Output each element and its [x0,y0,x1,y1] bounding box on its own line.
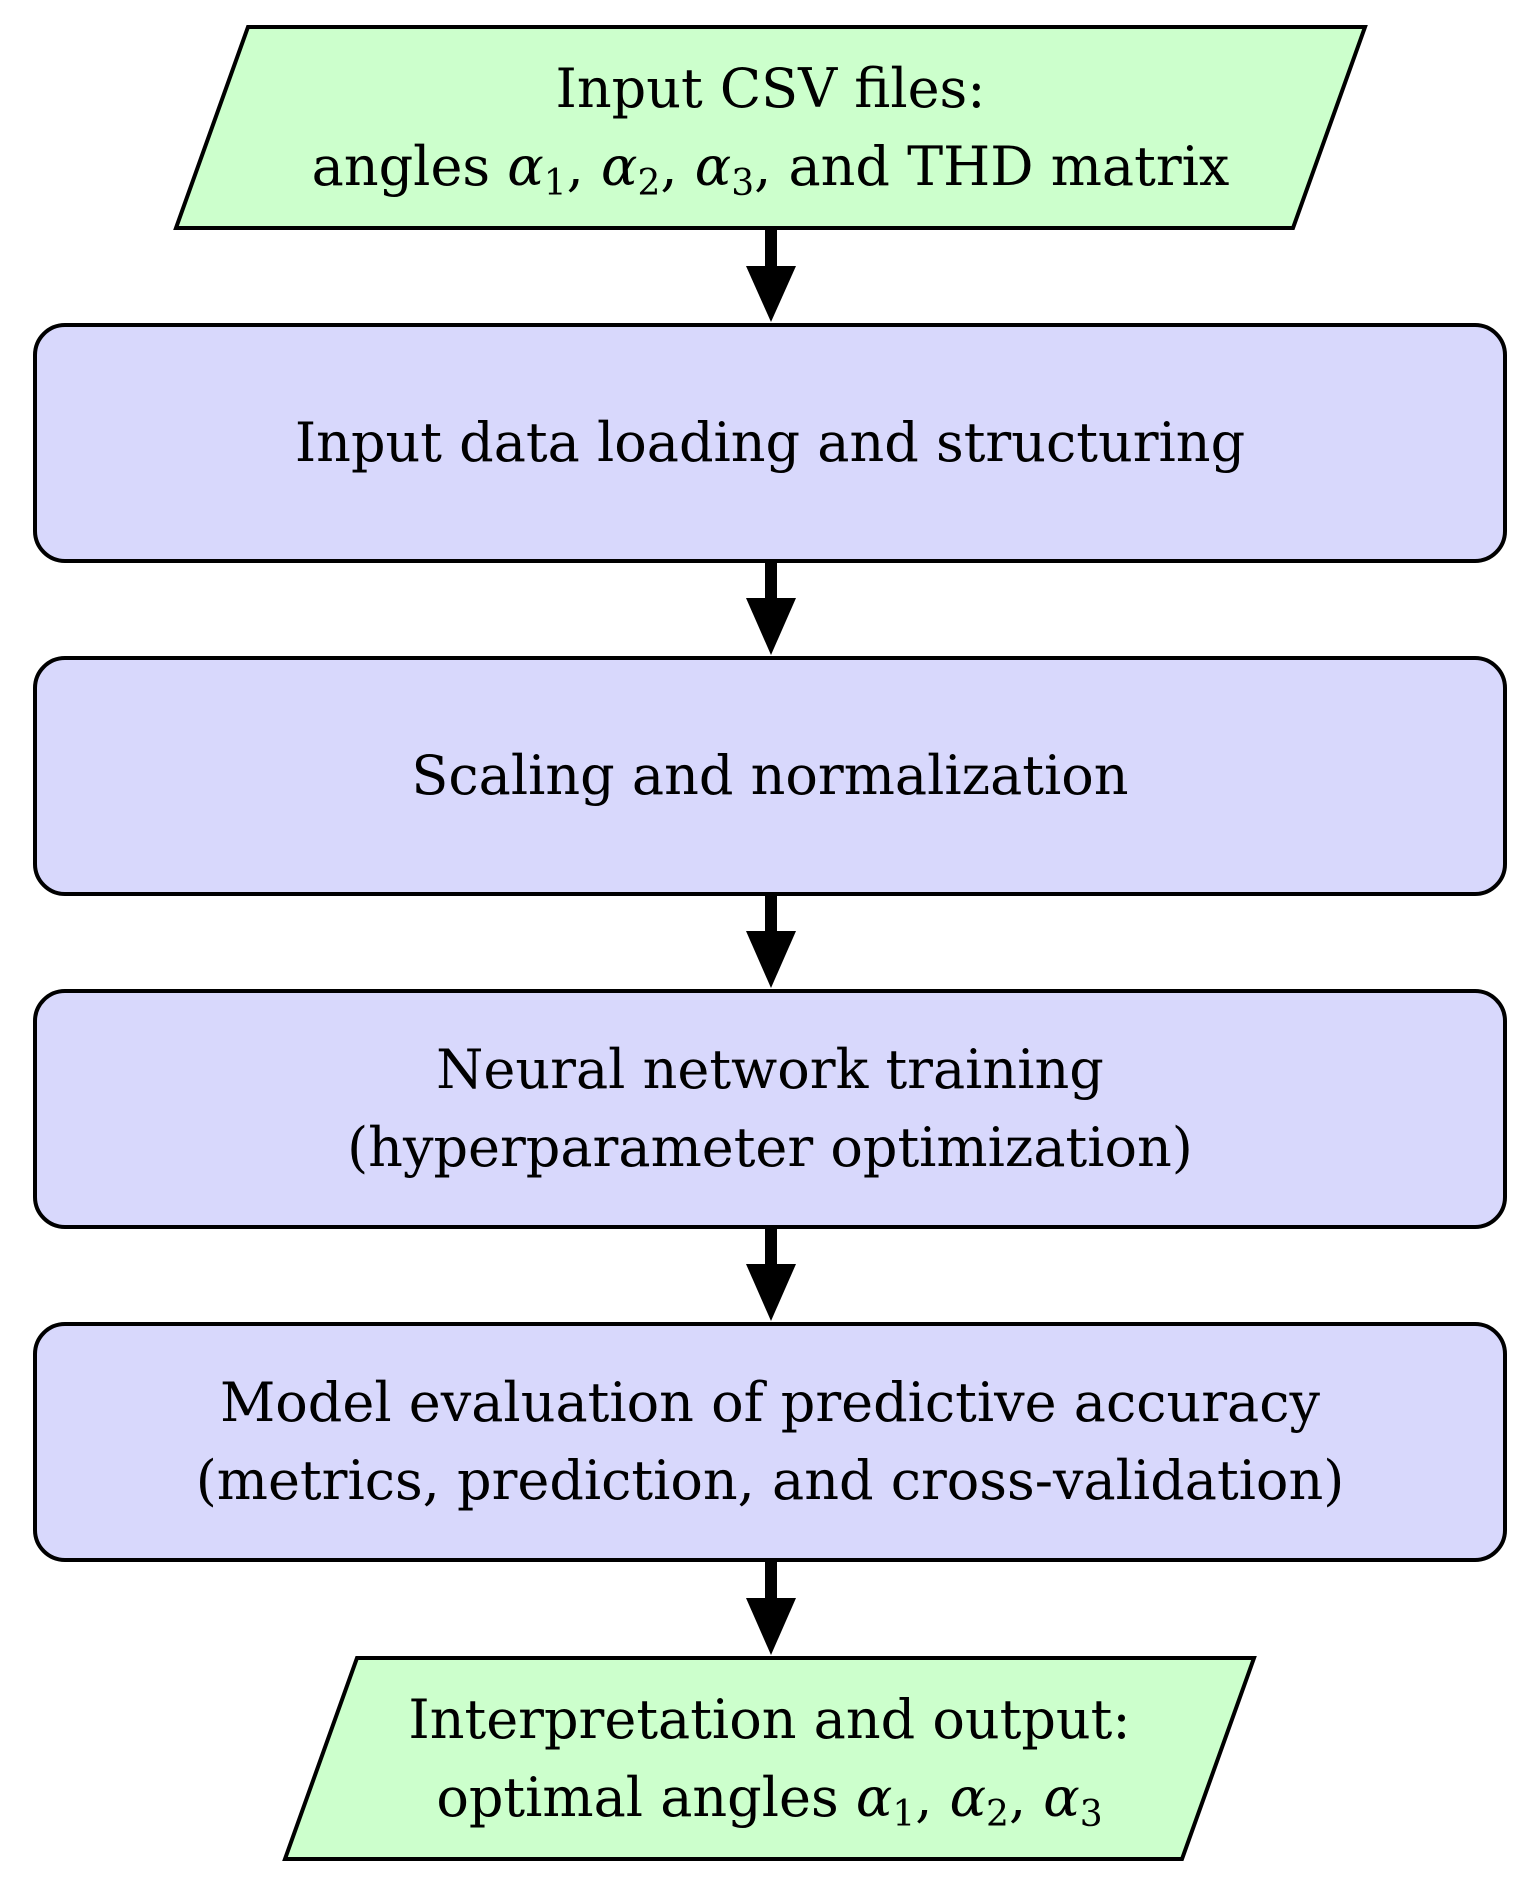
step2-label: Scaling and normalization [35,658,1505,894]
input-parallelogram [173,25,1368,230]
output-label: Interpretation and output: optimal angle… [285,1658,1254,1859]
step1-label: Input data loading and structuring [35,325,1505,561]
arrow-input-to-step1 [746,228,796,322]
output-label-line1: Interpretation and output: [408,1687,1131,1751]
input-label-line2: angles α1, α2, α3, and THD matrix [311,134,1230,204]
step3-label-line2: (hyperparameter optimization) [347,1116,1193,1179]
step3-label: Neural network training (hyperparameter … [35,991,1505,1227]
input-label-line1: Input CSV files: [555,56,986,120]
step4-label: Model evaluation of predictive accuracy … [35,1324,1505,1560]
output-label-line2: optimal angles α1, α2, α3 [436,1765,1103,1835]
step4-label-line2: (metrics, prediction, and cross-validati… [195,1449,1345,1512]
output-parallelogram [282,1656,1257,1861]
step2-label-line1: Scaling and normalization [411,744,1129,807]
arrow-step2-to-step3 [746,894,796,988]
arrow-step1-to-step2 [746,561,796,655]
step4-label-line1: Model evaluation of predictive accuracy [220,1371,1320,1434]
arrow-step4-to-output [746,1560,796,1655]
input-label: Input CSV files: angles α1, α2, α3, and … [176,27,1365,228]
arrow-step3-to-step4 [746,1227,796,1321]
step3-label-line1: Neural network training [436,1038,1104,1101]
step1-label-line1: Input data loading and structuring [294,411,1246,474]
